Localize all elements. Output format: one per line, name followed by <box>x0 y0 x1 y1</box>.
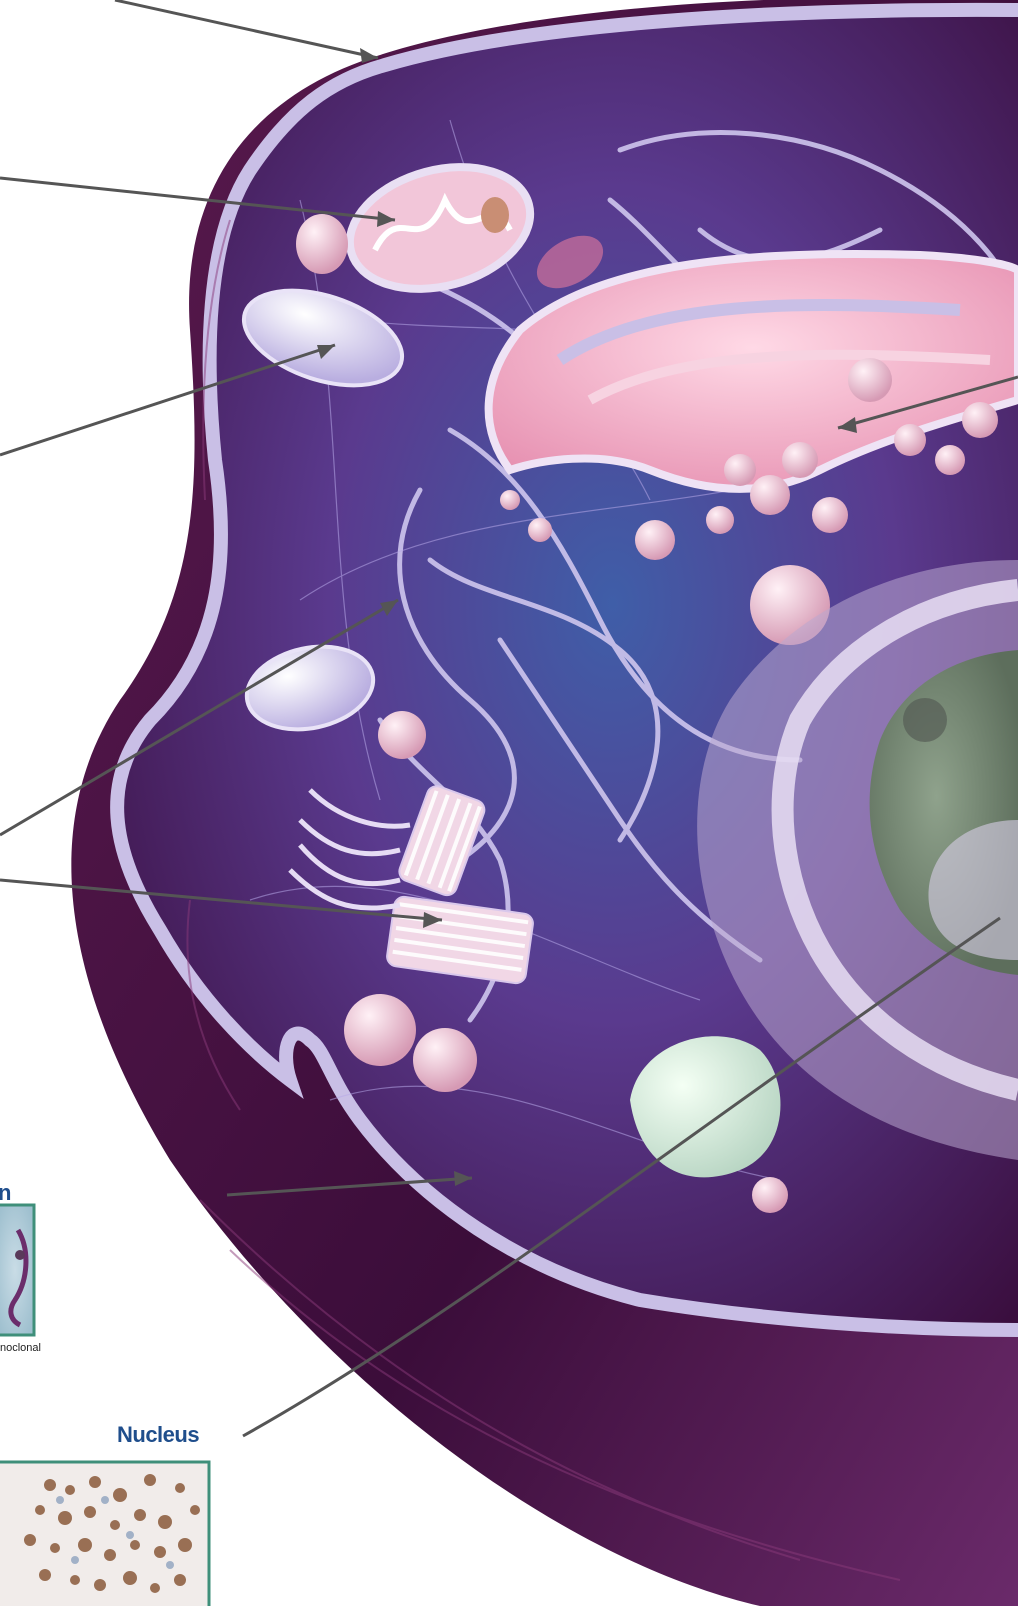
label-cytoskeleton-partial: n <box>0 1180 11 1206</box>
vesicle-sphere-4 <box>413 1028 477 1092</box>
micrograph-thumbnail-bottom <box>0 1462 209 1606</box>
vesicle-top <box>296 214 348 274</box>
vesicle-sphere-1 <box>378 711 426 759</box>
vesicle-sphere-5 <box>752 1177 788 1213</box>
caption-monoclonal-partial: noclonal <box>0 1342 41 1354</box>
micrograph-thumbnail-top <box>0 1205 34 1335</box>
label-nucleus: Nucleus <box>117 1422 199 1448</box>
vesicle-sphere-3 <box>344 994 416 1066</box>
